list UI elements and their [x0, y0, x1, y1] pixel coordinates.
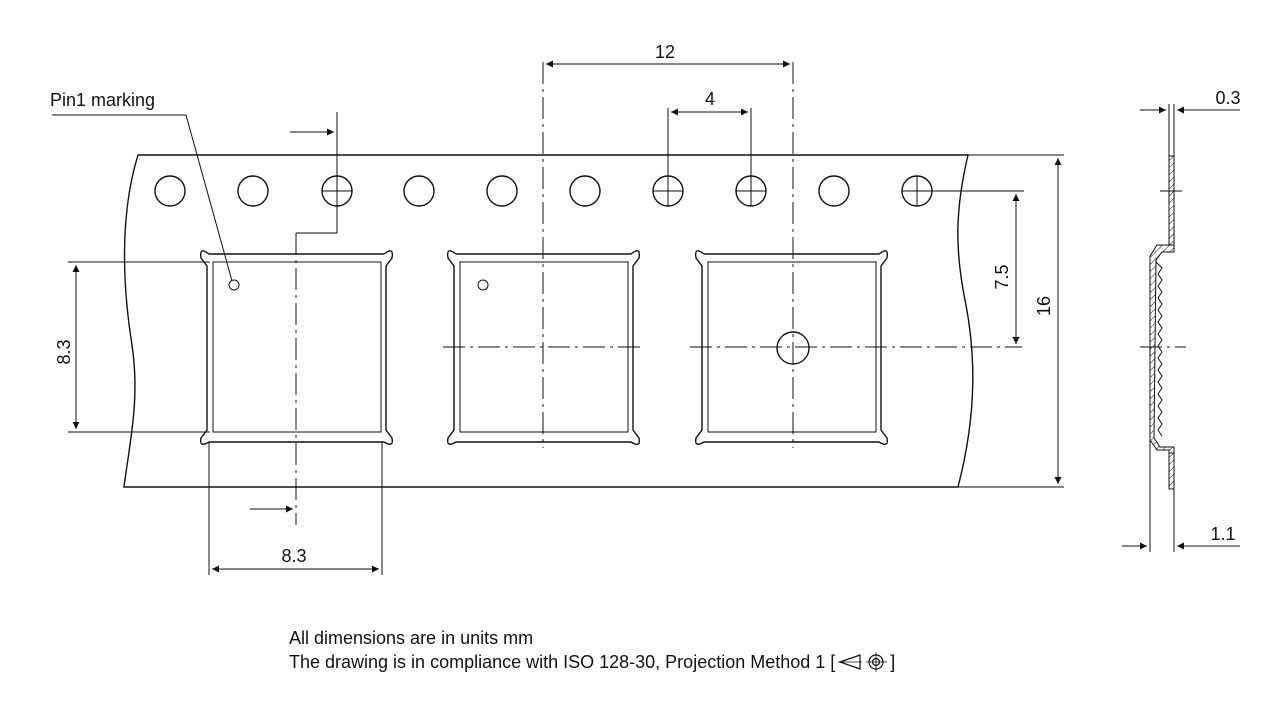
drawing-notes: All dimensions are in units mm The drawi…: [289, 626, 895, 674]
carrier-tape-outline: [123, 154, 974, 488]
dim-1-1: 1.1: [1122, 440, 1240, 552]
dim-16: 16: [958, 154, 1064, 488]
dim-1-1-label: 1.1: [1210, 524, 1235, 544]
pocket-3: [694, 250, 889, 445]
note-units: All dimensions are in units mm: [289, 628, 534, 648]
dim-0-3-label: 0.3: [1215, 88, 1240, 108]
dim-0-3: 0.3: [1140, 88, 1241, 156]
dim-7-5: 7.5: [932, 190, 1024, 344]
projection-method-icon: [838, 652, 888, 672]
pocket-centerlines: [295, 62, 1022, 525]
dim-8-3-h-label: 8.3: [281, 546, 306, 566]
dim-8-3-vertical: 8.3: [54, 261, 210, 433]
note-compliance-close: ]: [890, 652, 896, 672]
note-compliance-text: The drawing is in compliance with ISO 12…: [289, 652, 836, 672]
hole-centerlines: [322, 176, 932, 206]
dim-12-label: 12: [655, 42, 675, 62]
note-compliance: The drawing is in compliance with ISO 12…: [289, 650, 895, 674]
pocket-1: [199, 250, 394, 445]
side-section-view: [1140, 155, 1186, 490]
dim-pitch-4: 4: [667, 89, 752, 176]
pin1-leader: Pin1 marking: [50, 90, 233, 282]
pin1-marking-label: Pin1 marking: [50, 90, 155, 110]
section-line: [250, 112, 338, 513]
dim-7-5-label: 7.5: [992, 264, 1012, 289]
dim-8-3-v-label: 8.3: [54, 339, 74, 364]
dim-4-label: 4: [705, 89, 715, 109]
dim-pitch-12: 12: [546, 42, 790, 68]
dim-8-3-horizontal: 8.3: [208, 442, 383, 575]
dim-16-label: 16: [1034, 296, 1054, 316]
